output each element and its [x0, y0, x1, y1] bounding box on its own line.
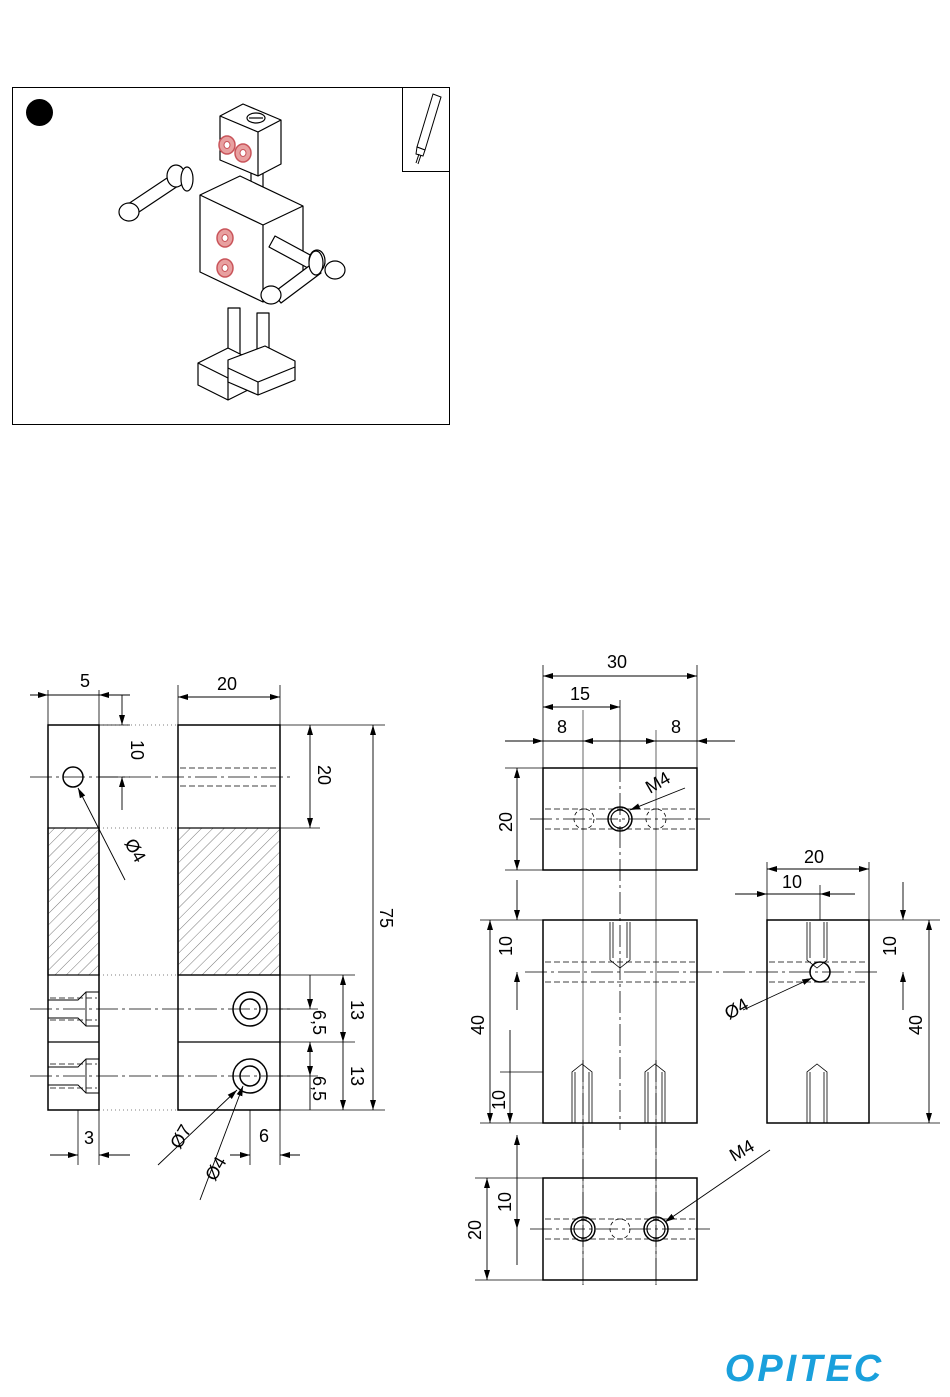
dim-left-width: 20: [217, 674, 237, 694]
dim-left-hole-top: 10: [127, 740, 147, 760]
dim-right-half: 15: [570, 684, 590, 704]
dim-right-side-height: 40: [906, 1015, 926, 1035]
dim-right-side-width: 20: [804, 847, 824, 867]
dim-right-foot-hole: 10: [495, 1192, 515, 1212]
dim-right-left-offset: 8: [557, 717, 567, 737]
dim-right-head-height: 20: [496, 812, 516, 832]
dim-right-width: 30: [607, 652, 627, 672]
dim-right-right-offset: 8: [671, 717, 681, 737]
dim-right-body-top-hole: 10: [496, 936, 516, 956]
dim-left-hole-dia: Ø4: [121, 835, 150, 866]
dim-left-hole-right: 6: [259, 1126, 269, 1146]
dim-left-offset1: 6,5: [309, 1010, 329, 1035]
dim-right-side-hole-dia: Ø4: [721, 994, 752, 1023]
left-drawing: [30, 685, 385, 1200]
right-drawing: [475, 665, 940, 1285]
dim-left-bore-dia: Ø4: [201, 1153, 230, 1184]
dim-right-side-half: 10: [782, 872, 802, 892]
dim-right-head-thread: M4: [642, 768, 674, 798]
dim-left-cb-dia: Ø7: [166, 1121, 195, 1152]
dim-left-total: 75: [376, 908, 396, 928]
dim-right-foot-height: 20: [465, 1220, 485, 1240]
dim-left-offset2: 6,5: [309, 1076, 329, 1101]
dim-right-body-bottom-hole: 10: [489, 1090, 509, 1110]
right-drawing-labels: 30 15 8 8 20 M4 10 40 10 20 10 10 40 Ø4 …: [465, 652, 926, 1240]
logo-text: OPITEC: [697, 1349, 912, 1389]
dim-left-upper: 20: [314, 765, 334, 785]
opitec-logo: OPITEC: [697, 1349, 912, 1389]
dim-left-lower1: 13: [347, 1000, 367, 1020]
dim-left-cb-depth: 3: [84, 1128, 94, 1148]
dim-right-foot-thread: M4: [726, 1136, 758, 1166]
dim-left-lower2: 13: [347, 1066, 367, 1086]
dim-right-body-height: 40: [468, 1015, 488, 1035]
dim-left-top: 5: [80, 671, 90, 691]
dim-right-side-hole-top: 10: [880, 936, 900, 956]
